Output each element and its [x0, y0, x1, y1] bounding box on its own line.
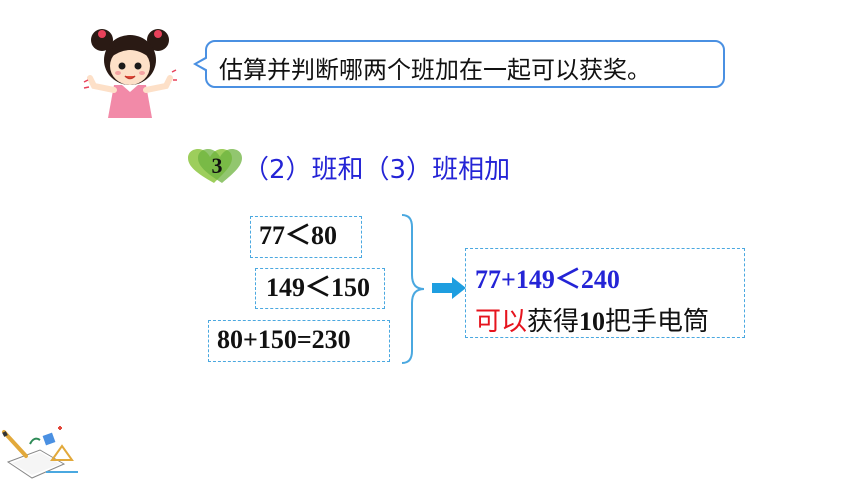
badge-number: 3 — [212, 153, 223, 178]
estimate-box-1: 77＜80 — [250, 216, 362, 258]
conclusion-text-1: 获得 — [527, 307, 580, 337]
heart-badge-icon: 3 — [188, 149, 242, 183]
girl-character-illustration — [83, 29, 177, 118]
conclusion-number: 10 — [579, 307, 606, 336]
curly-brace — [401, 214, 425, 364]
result-conclusion: 可以获得10把手电筒 — [475, 301, 709, 338]
arrow-right-icon — [432, 277, 466, 299]
speech-bubble: 估算并判断哪两个班加在一起可以获奖。 — [193, 40, 725, 88]
speech-bubble-tail-inner — [197, 58, 208, 70]
estimate-box-2: 149＜150 — [255, 268, 385, 309]
result-expression: 77+149＜240 — [475, 265, 620, 294]
estimate-box-3: 80+150=230 — [208, 320, 390, 362]
section-heading: （2）班和（3）班相加 — [243, 155, 511, 185]
bubble-text: 估算并判断哪两个班加在一起可以获奖。 — [219, 56, 651, 84]
result-box: 77+149＜240 可以获得10把手电筒 — [465, 248, 745, 338]
stationery-decoration-icon — [2, 426, 78, 479]
conclusion-text-2: 把手电筒 — [605, 307, 710, 337]
conclusion-highlight: 可以 — [475, 307, 528, 337]
